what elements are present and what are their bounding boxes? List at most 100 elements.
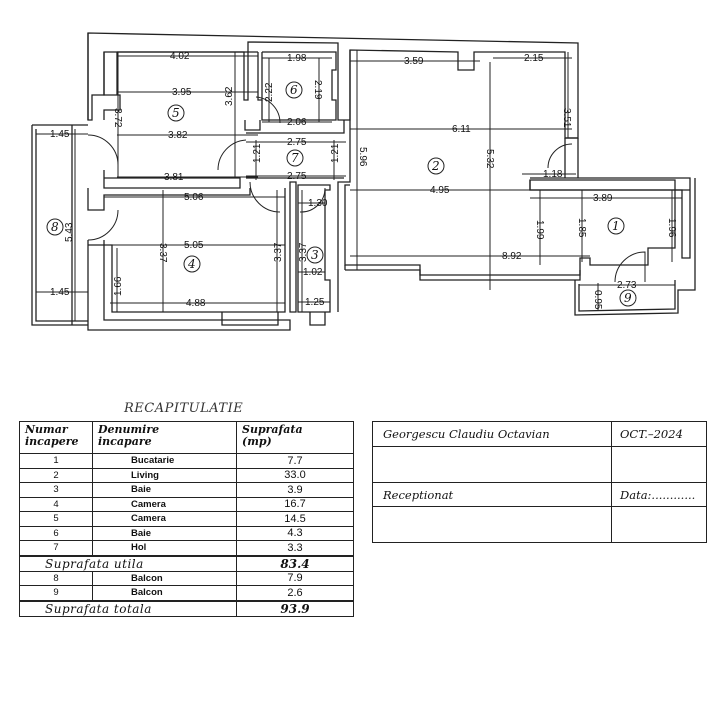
room-marker-8: 8 <box>46 218 64 236</box>
svg-text:9: 9 <box>624 291 632 305</box>
author-name: Georgescu Claudiu Octavian <box>372 421 612 447</box>
svg-text:2.75: 2.75 <box>287 171 307 182</box>
wall-5-bottom <box>103 170 241 189</box>
svg-text:4: 4 <box>187 257 196 271</box>
room-marker-7: 7 <box>286 149 304 167</box>
room-marker-6: 6 <box>285 81 303 99</box>
recap-title: RECAPITULATIE <box>124 401 244 416</box>
wall-2-bottom <box>344 265 581 281</box>
svg-text:3.89: 3.89 <box>593 193 613 204</box>
wall-room6 <box>261 51 337 121</box>
svg-text:1.85: 1.85 <box>576 218 587 238</box>
svg-text:5: 5 <box>172 106 180 120</box>
svg-text:1.18: 1.18 <box>543 169 563 180</box>
svg-text:1.99: 1.99 <box>534 220 545 240</box>
door-arc-room8 <box>87 209 119 241</box>
svg-text:3.81: 3.81 <box>164 172 184 183</box>
wall-3 <box>289 181 331 313</box>
svg-text:1.96: 1.96 <box>666 218 677 238</box>
wall-9-inner <box>578 280 676 312</box>
wall-4 <box>103 188 286 313</box>
svg-text:4.95: 4.95 <box>430 185 450 196</box>
room-markers: 5 6 7 2 1 9 4 3 8 <box>46 81 637 307</box>
author-signature-cell <box>372 446 612 483</box>
svg-text:1.45: 1.45 <box>50 129 70 140</box>
wall-2 <box>337 50 690 312</box>
door-arc-room3 <box>299 187 326 213</box>
svg-text:3: 3 <box>311 248 319 262</box>
header-area: Suprafata(mp) <box>236 421 354 454</box>
svg-text:2.19: 2.19 <box>312 80 323 100</box>
svg-text:0.95: 0.95 <box>592 290 603 310</box>
svg-text:8.92: 8.92 <box>502 251 522 262</box>
svg-text:2.75: 2.75 <box>287 137 307 148</box>
svg-text:5.06: 5.06 <box>184 192 204 203</box>
wall-hall <box>244 120 345 179</box>
door-arc-room5 <box>87 134 119 170</box>
svg-text:5.96: 5.96 <box>357 147 368 167</box>
door-arc-room4 <box>249 181 281 213</box>
door-arc-living <box>547 143 573 169</box>
wall-9 <box>574 178 696 316</box>
door-arc-hall <box>217 139 247 171</box>
room-marker-2: 2 <box>427 157 445 175</box>
svg-text:1.21: 1.21 <box>252 143 263 163</box>
received-signature-cell <box>372 506 612 543</box>
svg-text:5.05: 5.05 <box>184 240 204 251</box>
svg-text:5.32: 5.32 <box>484 149 495 169</box>
svg-text:1.21: 1.21 <box>330 143 341 163</box>
svg-text:3.82: 3.82 <box>168 130 188 141</box>
received-date-label: Data:............ <box>611 482 707 507</box>
outer-wall <box>87 32 579 139</box>
svg-text:1: 1 <box>612 219 620 233</box>
room-marker-9: 9 <box>619 289 637 307</box>
svg-text:3.62: 3.62 <box>224 86 235 106</box>
dimension-lines <box>36 50 682 321</box>
received-date-cell <box>611 506 707 543</box>
svg-text:4.02: 4.02 <box>170 51 190 62</box>
svg-text:3.37: 3.37 <box>157 243 168 263</box>
svg-text:1.30: 1.30 <box>308 198 328 209</box>
svg-text:1.25: 1.25 <box>305 297 325 308</box>
svg-text:1.02: 1.02 <box>303 267 323 278</box>
svg-text:4.88: 4.88 <box>186 298 206 309</box>
svg-text:6: 6 <box>290 83 298 97</box>
svg-text:6.11: 6.11 <box>452 124 471 135</box>
room-marker-1: 1 <box>607 217 625 235</box>
svg-text:3.51: 3.51 <box>561 108 572 128</box>
author-stamp-cell <box>611 446 707 483</box>
room-marker-3: 3 <box>306 246 324 264</box>
svg-text:8: 8 <box>51 220 59 234</box>
svg-text:1.45: 1.45 <box>50 287 70 298</box>
svg-text:3.37: 3.37 <box>273 242 284 262</box>
svg-text:5.43: 5.43 <box>64 222 75 242</box>
wall-room5 <box>103 52 121 120</box>
svg-text:2.73: 2.73 <box>617 280 637 291</box>
floor-plan: 4.02 3.95 3.82 3.81 3.72 3.62 1.98 2.06 … <box>31 32 696 331</box>
svg-text:2.15: 2.15 <box>524 53 544 64</box>
door-arc-room6 <box>255 96 281 124</box>
dimension-labels: 4.02 3.95 3.82 3.81 3.72 3.62 1.98 2.06 … <box>50 51 677 310</box>
svg-text:3.37: 3.37 <box>298 242 309 262</box>
received-label: Receptionat <box>372 482 612 507</box>
wall-8 <box>31 124 88 326</box>
room-marker-4: 4 <box>183 255 201 273</box>
svg-text:3.95: 3.95 <box>172 87 192 98</box>
door-arc-room9 <box>614 251 646 283</box>
svg-text:1.66: 1.66 <box>113 276 124 296</box>
svg-text:3.59: 3.59 <box>404 56 424 67</box>
room-marker-5: 5 <box>167 104 185 122</box>
